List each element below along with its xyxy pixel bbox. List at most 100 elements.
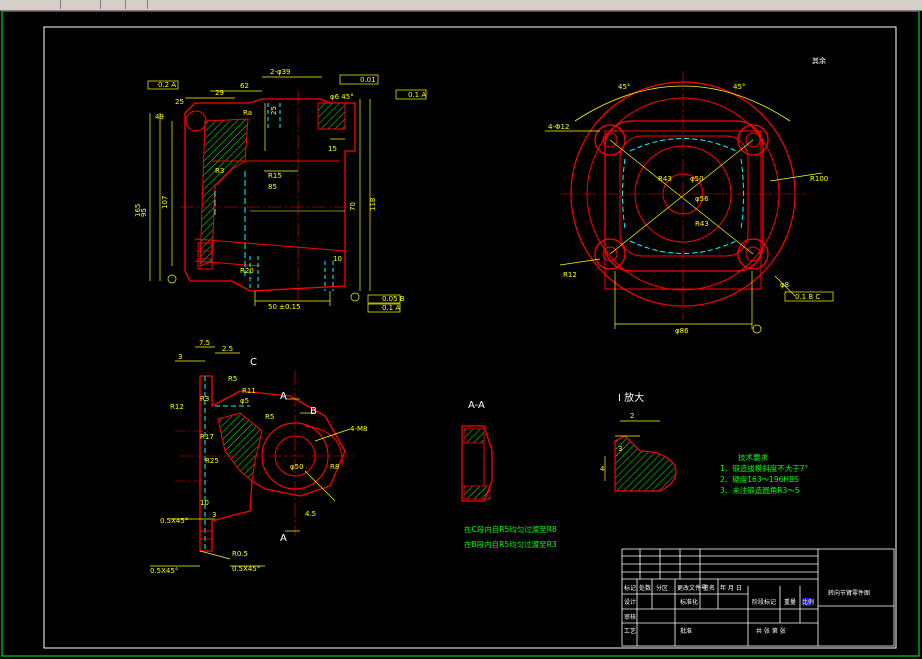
side-view (545, 71, 834, 334)
title-block-marker (803, 598, 811, 606)
dim-label: R3 (200, 395, 209, 403)
title-row-label: 处数 (639, 584, 651, 592)
section-a-a (461, 425, 493, 502)
toolbar-segment[interactable] (0, 0, 61, 9)
cad-drawing-canvas[interactable]: 其余 A-A I 放大 技术要求 1、锻造拔模斜度不大于7° 2、硬度163～1… (0, 11, 922, 659)
dim-label: 29 (215, 89, 224, 97)
title-label: 批准 (680, 627, 692, 635)
title-row-label: 签名 (703, 584, 715, 592)
view-label-c: C (250, 357, 257, 368)
dim-label: R5 (265, 413, 274, 421)
roughness-note: 其余 (812, 56, 826, 65)
dim-label: φ6 45° (330, 93, 354, 101)
dim-label: 0.1 A (408, 91, 426, 99)
window-top-strip (0, 0, 922, 11)
title-label: 设计 (624, 598, 636, 606)
title-label: 阶段标记 (752, 598, 776, 606)
tech-req-title: 技术要求 (738, 452, 768, 462)
dim-label: R12 (170, 403, 184, 411)
dim-label: 2-φ39 (270, 68, 291, 76)
dim-label: 0.2 A (158, 81, 176, 89)
dim-label: 70 (349, 202, 357, 211)
dim-label: 45° (733, 83, 745, 91)
dim-label: 118 (369, 198, 377, 211)
view-label-a: A (280, 391, 287, 402)
sheet-count: 共 张 第 张 (756, 627, 786, 635)
dim-label: R5 (228, 375, 237, 383)
dim-label: 7.5 (199, 339, 210, 347)
dim-label: 95 (140, 208, 148, 217)
dim-label: R15 (268, 172, 282, 180)
dim-label: 165 (134, 204, 142, 217)
dim-label: 15 (328, 145, 337, 153)
dim-label: 2.5 (222, 345, 233, 353)
front-view (147, 74, 427, 313)
tech-req-item: 1、锻造拔模斜度不大于7° (720, 463, 809, 473)
dim-label: 107 (161, 196, 169, 209)
toolbar-segment[interactable] (125, 0, 148, 9)
toolbar-segment[interactable] (60, 0, 101, 9)
dim-label: R12 (563, 271, 577, 279)
dim-label: 4-Φ12 (548, 123, 569, 131)
note-text: 在B段内自R5均匀过渡至R3 (464, 539, 557, 549)
dim-label: φ86 (675, 327, 689, 335)
detail-label: I 放大 (618, 391, 644, 404)
dim-label: 25 (175, 98, 184, 106)
section-label: A-A (468, 400, 485, 411)
dim-label: 3 (212, 511, 216, 519)
title-label: 标准化 (680, 598, 698, 606)
dim-label: 0.5X45° (160, 517, 188, 525)
drawing-name: 转向节臂零件图 (828, 589, 870, 597)
detail-i (604, 420, 677, 492)
dim-label: R43 (695, 220, 709, 228)
dim-label: R0.5 (232, 550, 248, 558)
dim-label: φ50 (290, 463, 304, 471)
dim-label: 4 (600, 465, 605, 473)
dim-label: φ56 (695, 195, 709, 203)
title-label: 重量 (784, 598, 796, 606)
dim-label: 0.01 (360, 76, 376, 84)
title-row-label: 年 月 日 (720, 584, 742, 592)
dim-label: φ50 (690, 175, 704, 183)
title-row-label: 分区 (656, 584, 668, 592)
dim-label: 3 (178, 353, 182, 361)
view-label-b: B (310, 406, 317, 417)
title-label: 比例 (802, 598, 814, 606)
dim-label: 85 (268, 183, 277, 191)
dim-label: 0.05 B (382, 295, 405, 303)
dim-label: R3 (215, 167, 224, 175)
dim-label: 0.1 B C (795, 293, 820, 301)
lower-view (150, 346, 355, 567)
dim-label: 10 (200, 499, 209, 507)
toolbar-segment[interactable] (100, 0, 126, 9)
sheet-border (1, 11, 920, 657)
dim-label: R20 (240, 267, 254, 275)
dim-label: R43 (658, 175, 672, 183)
dim-label: Ra (243, 109, 252, 117)
dim-label: 45° (618, 83, 630, 91)
dim-label: 0.5X45° (150, 567, 178, 575)
view-label-a-bottom: A (280, 533, 287, 544)
dim-label: φ8 (780, 281, 789, 289)
drawing-frame (43, 26, 897, 649)
dim-label: 0.5X45° (232, 565, 260, 573)
title-row-label: 标记 (624, 584, 636, 592)
tech-req-item: 3、未注锻造圆角R3～5 (720, 485, 800, 495)
title-row-label: 更改文件号 (677, 584, 707, 592)
dim-label: 0.1 A (382, 304, 400, 312)
dim-label: 10 (333, 255, 342, 263)
dim-label: 4.5 (305, 510, 316, 518)
dim-label: R25 (205, 457, 219, 465)
note-text: 在C段内自R5均匀过渡至R8 (464, 524, 557, 534)
dim-label: 2 (630, 412, 634, 420)
dim-label: φ5 (240, 397, 249, 405)
dim-label: 3 (618, 445, 622, 453)
title-label: 工艺 (624, 627, 636, 635)
dim-label: 62 (240, 82, 249, 90)
dim-label: R17 (200, 433, 214, 441)
tech-req-item: 2、硬度163～196HBS (720, 474, 799, 484)
title-label: 审核 (624, 613, 636, 621)
dim-label: R8 (330, 463, 339, 471)
dim-label: 4-M8 (350, 425, 367, 433)
dim-label: R100 (810, 175, 828, 183)
